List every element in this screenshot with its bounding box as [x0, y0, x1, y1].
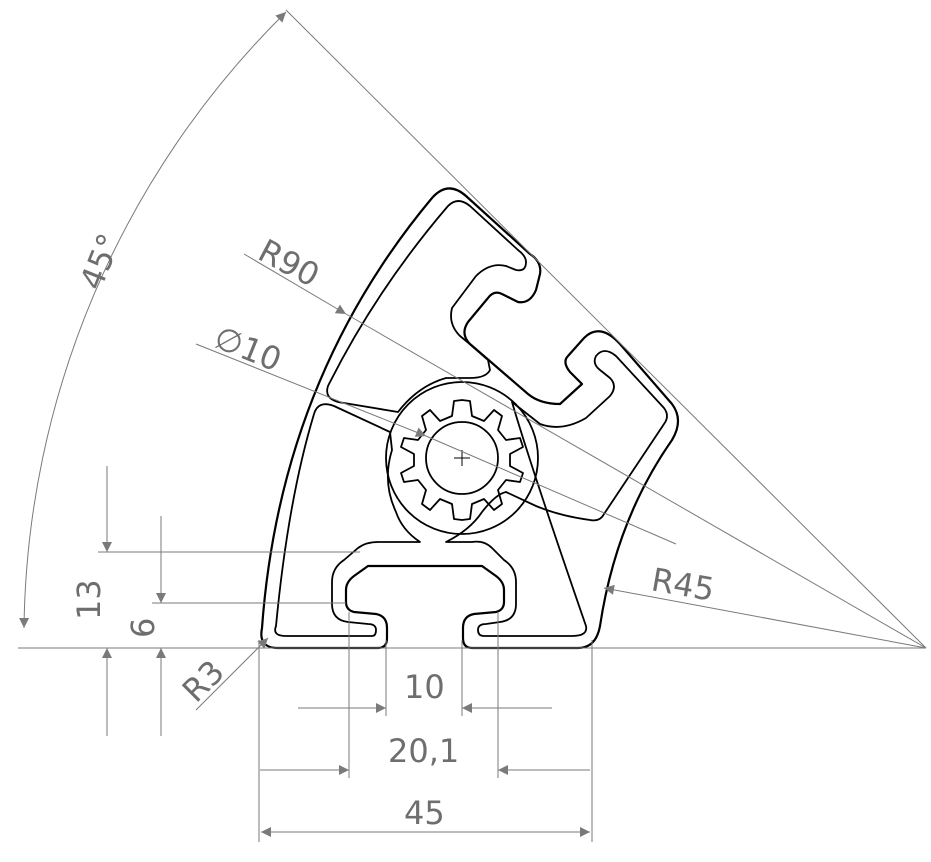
r3-label: R3	[175, 653, 232, 710]
profile-outer-contour	[260, 187, 680, 650]
angle-extension-upper	[285, 9, 927, 649]
center-boss	[385, 381, 539, 535]
slot-width-label: 20,1	[388, 732, 459, 770]
bore-leader	[195, 343, 427, 437]
center-bore	[425, 421, 499, 495]
left-cavity	[274, 403, 421, 637]
top-cavity	[326, 200, 527, 413]
bore-label: ∅10	[209, 318, 287, 379]
aluminium-profile	[260, 187, 680, 650]
r45-leader	[603, 584, 927, 649]
r90-leader	[243, 253, 347, 315]
r90-extension	[345, 313, 927, 649]
slot-opening-label: 10	[404, 668, 445, 706]
bore-extension	[425, 435, 677, 545]
angle-arc	[19, 11, 287, 629]
height-6-label: 6	[124, 618, 162, 638]
r90-label: R90	[252, 232, 325, 295]
splined-bore	[400, 399, 524, 521]
dimension-lines	[18, 9, 927, 842]
r3-leader	[195, 637, 269, 711]
base-width-label: 45	[404, 794, 445, 832]
height-13-label: 13	[70, 579, 108, 620]
dimension-labels: 45° R90 ∅10 R45 13 6 R3 10 20,1 45	[70, 228, 717, 832]
r45-label: R45	[649, 560, 718, 608]
